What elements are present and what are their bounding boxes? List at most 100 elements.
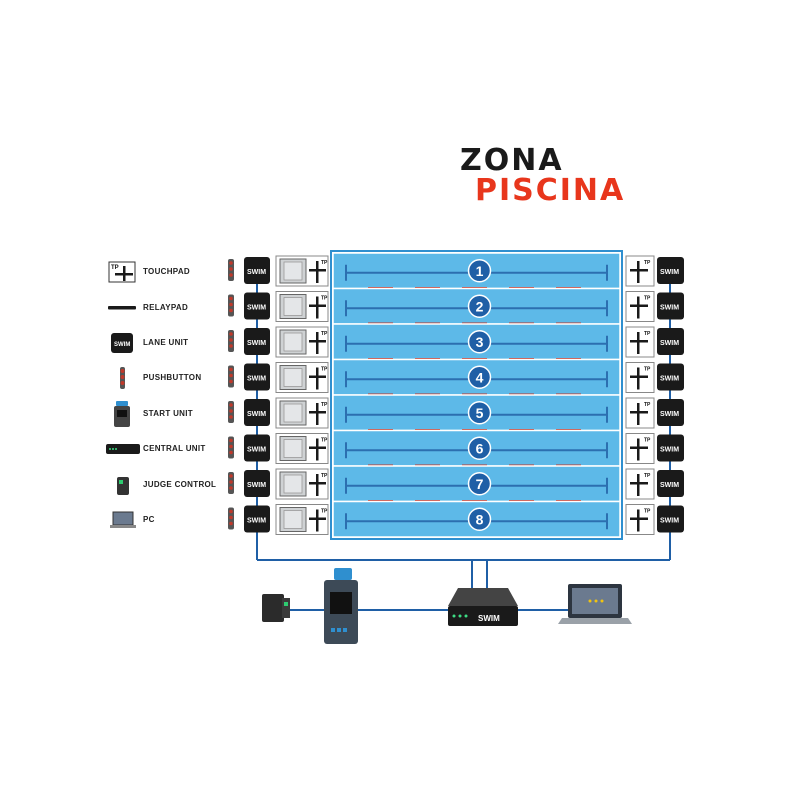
lane-number-badge	[467, 436, 492, 460]
legend-label: JUDGE CONTROL	[143, 480, 217, 489]
touchpad: TP	[625, 255, 655, 287]
pushbutton	[228, 472, 234, 494]
touchpad: TP	[275, 291, 329, 322]
start-unit-icon	[105, 400, 141, 428]
legend-label: PC	[143, 515, 155, 524]
svg-text:TP: TP	[321, 296, 328, 302]
legend-item: CENTRAL UNIT	[105, 435, 225, 463]
touchpad: TP	[625, 504, 655, 535]
svg-text:TP: TP	[321, 402, 328, 408]
svg-text:TP: TP	[321, 473, 328, 479]
legend-label: START UNIT	[143, 409, 193, 418]
touchpad: TP	[625, 362, 655, 393]
lane-unit: SWIM	[244, 328, 270, 355]
judge-control-icon	[105, 471, 141, 499]
legend-item: RELAYPAD	[105, 294, 225, 322]
pushbutton	[228, 436, 234, 459]
lane-number: 4	[476, 369, 484, 385]
legend-item: JUDGE CONTROL	[105, 471, 225, 499]
legend-label: LANE UNIT	[143, 338, 189, 347]
lane-unit: SWIM	[244, 470, 270, 497]
lane-unit: SWIM	[244, 292, 270, 320]
touchpad: TP	[625, 397, 655, 429]
svg-text:TP: TP	[644, 260, 651, 266]
svg-text:SWIM: SWIM	[660, 376, 679, 383]
lane-number: 5	[476, 405, 484, 421]
svg-text:SWIM: SWIM	[247, 269, 266, 276]
touchpad: TP	[275, 255, 329, 287]
legend-label: PUSHBUTTON	[143, 373, 202, 382]
legend-label: RELAYPAD	[143, 303, 189, 312]
svg-text:TP: TP	[644, 367, 651, 373]
svg-text:SWIM: SWIM	[247, 447, 266, 454]
svg-text:SWIM: SWIM	[660, 518, 679, 525]
svg-text:TP: TP	[644, 438, 651, 444]
touchpad: TP	[275, 326, 329, 358]
pushbutton	[228, 294, 234, 317]
pc	[558, 584, 632, 624]
legend-label: CENTRAL UNIT	[143, 444, 206, 453]
svg-text:SWIM: SWIM	[660, 340, 679, 347]
lane-number-badge	[467, 472, 492, 496]
touchpad: TP	[625, 291, 655, 322]
touchpad: TP	[275, 504, 329, 535]
svg-text:SWIM: SWIM	[660, 411, 679, 418]
lane-number-badge	[467, 259, 492, 283]
svg-text:SWIM: SWIM	[247, 411, 266, 418]
svg-text:TP: TP	[644, 331, 651, 337]
touchpad-icon: TP	[105, 258, 141, 286]
svg-text:TP: TP	[644, 509, 651, 515]
lane-number-badge	[467, 365, 492, 389]
touchpad: TP	[275, 468, 329, 500]
svg-text:SWIM: SWIM	[660, 269, 679, 276]
lane-number-badge	[467, 294, 492, 318]
lane-number-badge	[467, 507, 492, 531]
legend-label: TOUCHPAD	[143, 267, 190, 276]
touchpad: TP	[275, 362, 329, 393]
svg-text:TP: TP	[644, 402, 651, 408]
pushbutton	[228, 401, 234, 423]
pushbutton	[228, 330, 234, 352]
svg-text:SWIM: SWIM	[247, 518, 266, 525]
svg-text:SWIM: SWIM	[247, 376, 266, 383]
pushbutton	[228, 259, 234, 281]
svg-text:SWIM: SWIM	[114, 342, 130, 348]
lane-unit: SWIM	[244, 399, 270, 426]
svg-text:TP: TP	[321, 260, 328, 266]
svg-text:TP: TP	[321, 367, 328, 373]
lane-unit: SWIM	[657, 505, 684, 533]
touchpad: TP	[275, 433, 329, 464]
touchpad: TP	[625, 326, 655, 358]
lane-unit: SWIM	[657, 399, 684, 426]
relaypad-icon	[105, 294, 141, 322]
svg-text:TP: TP	[644, 473, 651, 479]
lane-unit: SWIM	[657, 363, 684, 391]
lane-unit: SWIM	[657, 292, 684, 320]
lane-unit: SWIM	[244, 505, 270, 533]
pc-icon	[105, 506, 141, 534]
svg-text:SWIM: SWIM	[660, 447, 679, 454]
lane-number: 2	[476, 298, 484, 314]
lane-unit-icon: SWIM	[105, 329, 141, 357]
svg-text:SWIM: SWIM	[247, 482, 266, 489]
lane-number: 1	[476, 263, 484, 279]
logo-text-zona: ZONA	[460, 143, 564, 178]
legend-item: PUSHBUTTON	[105, 364, 225, 392]
logo-text-piscina: PISCINA	[475, 173, 626, 208]
lane-unit: SWIM	[657, 328, 684, 355]
pushbutton	[228, 365, 234, 388]
touchpad: TP	[625, 433, 655, 464]
svg-text:SWIM: SWIM	[247, 340, 266, 347]
svg-text:SWIM: SWIM	[478, 614, 500, 623]
touchpad: TP	[625, 468, 655, 500]
legend-item: PC	[105, 506, 225, 534]
zona-piscina-logo: ZONA PISCINA	[455, 140, 670, 208]
lane-unit: SWIM	[657, 470, 684, 497]
lane-unit: SWIM	[657, 434, 684, 462]
lane-number: 3	[476, 334, 484, 350]
lane-number: 8	[476, 511, 484, 527]
lane-unit: SWIM	[244, 363, 270, 391]
svg-text:SWIM: SWIM	[660, 305, 679, 312]
